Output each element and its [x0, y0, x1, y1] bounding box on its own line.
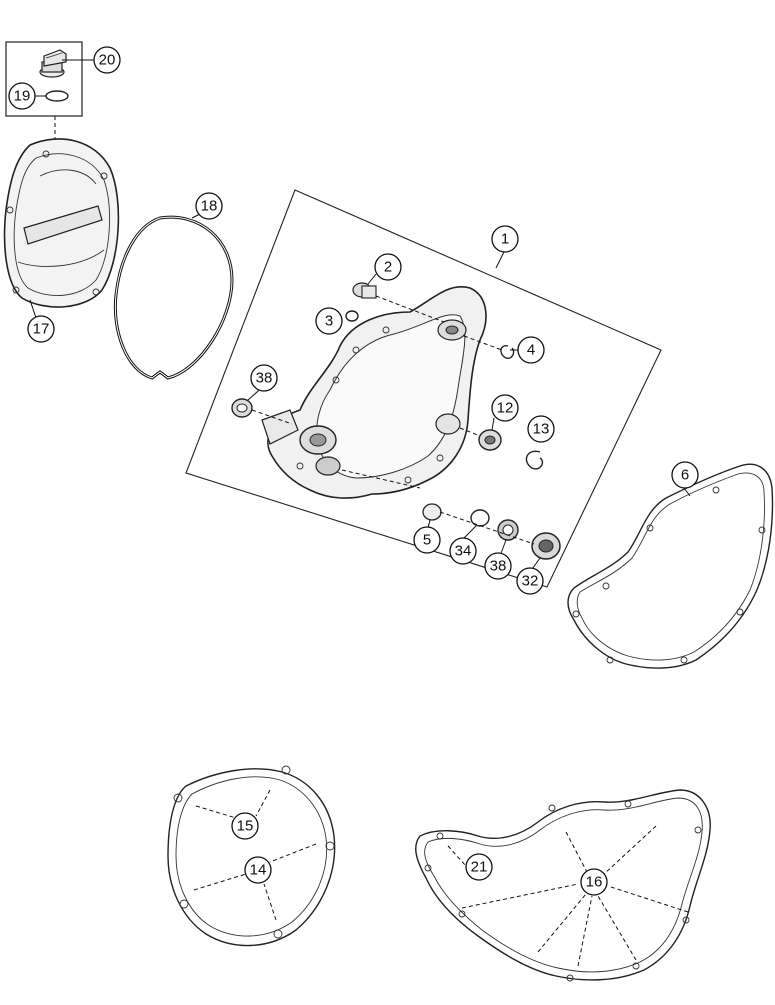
- svg-text:19: 19: [14, 88, 31, 105]
- svg-text:3: 3: [325, 313, 333, 330]
- svg-text:21: 21: [471, 859, 488, 876]
- washer-5[interactable]: [422, 503, 442, 521]
- circlip-4[interactable]: [500, 345, 515, 360]
- svg-text:38: 38: [490, 558, 507, 575]
- svg-text:32: 32: [522, 573, 539, 590]
- svg-text:18: 18: [201, 198, 218, 215]
- callout-19[interactable]: 19: [8, 82, 36, 110]
- svg-text:5: 5: [423, 532, 431, 549]
- svg-text:14: 14: [250, 862, 267, 879]
- bearing-12[interactable]: [478, 429, 502, 451]
- clutch-cover-gasket[interactable]: [113, 215, 234, 380]
- callout-2[interactable]: 2: [374, 253, 402, 281]
- callout-5[interactable]: 5: [413, 526, 441, 554]
- seal-ring[interactable]: [345, 310, 359, 322]
- callout-15[interactable]: 15: [231, 812, 259, 840]
- shaft-seal-38-bottom[interactable]: [497, 519, 519, 541]
- svg-text:2: 2: [384, 259, 392, 276]
- svg-text:17: 17: [33, 321, 50, 338]
- callout-16[interactable]: 16: [580, 868, 608, 896]
- shaft-seal-38-top[interactable]: [231, 398, 253, 418]
- outer-clutch-gasket[interactable]: [167, 765, 336, 947]
- bearing-32[interactable]: [531, 532, 561, 560]
- callout-34[interactable]: 34: [449, 537, 477, 565]
- crankcase-gasket[interactable]: [415, 789, 711, 982]
- callout-21[interactable]: 21: [465, 853, 493, 881]
- svg-text:13: 13: [533, 421, 550, 438]
- svg-text:12: 12: [497, 400, 514, 417]
- clutch-cover[interactable]: [3, 138, 120, 308]
- svg-text:34: 34: [455, 543, 472, 560]
- svg-text:16: 16: [586, 874, 603, 891]
- svg-text:15: 15: [237, 818, 254, 835]
- callout-13[interactable]: 13: [527, 415, 555, 443]
- callout-20[interactable]: 20: [93, 46, 121, 74]
- inner-clutch-cover[interactable]: [261, 286, 487, 499]
- svg-text:4: 4: [527, 342, 535, 359]
- plug-screw[interactable]: [352, 282, 377, 299]
- callout-38-top[interactable]: 38: [250, 364, 278, 392]
- callout-1[interactable]: 1: [491, 225, 519, 253]
- callout-18[interactable]: 18: [195, 192, 223, 220]
- callout-38-bottom[interactable]: 38: [484, 552, 512, 580]
- svg-text:20: 20: [99, 52, 116, 69]
- callout-4[interactable]: 4: [517, 336, 545, 364]
- callout-12[interactable]: 12: [491, 394, 519, 422]
- circlip-13[interactable]: [525, 450, 544, 470]
- callout-6[interactable]: 6: [671, 461, 699, 489]
- callout-17[interactable]: 17: [27, 315, 55, 343]
- callout-32[interactable]: 32: [516, 567, 544, 595]
- oil-filler-plug[interactable]: [39, 49, 67, 78]
- clutch-cover-gasket-6[interactable]: [567, 463, 774, 669]
- svg-text:38: 38: [256, 370, 273, 387]
- svg-text:1: 1: [501, 231, 509, 248]
- callout-14[interactable]: 14: [244, 856, 272, 884]
- svg-text:6: 6: [681, 467, 689, 484]
- callout-3[interactable]: 3: [315, 307, 343, 335]
- assembly-frame: [185, 189, 662, 588]
